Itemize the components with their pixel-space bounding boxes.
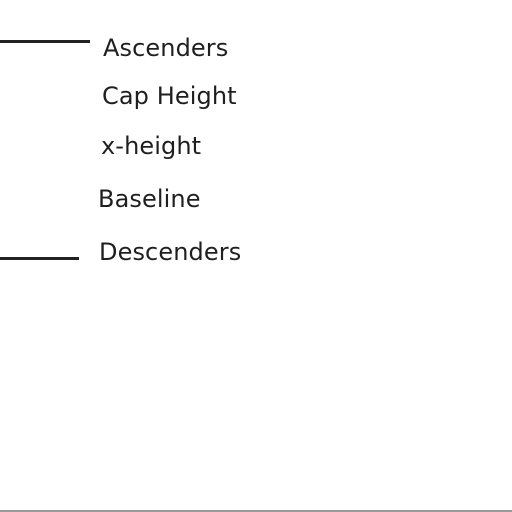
ascender-line (0, 40, 90, 43)
baseline-label: Baseline (98, 185, 201, 213)
x-height-label: x-height (101, 132, 202, 160)
ascenders-label: Ascenders (103, 34, 229, 62)
cap-height-label: Cap Height (102, 82, 237, 110)
descender-line (0, 257, 79, 260)
descenders-label: Descenders (99, 238, 242, 266)
page-bottom-border (0, 510, 512, 512)
